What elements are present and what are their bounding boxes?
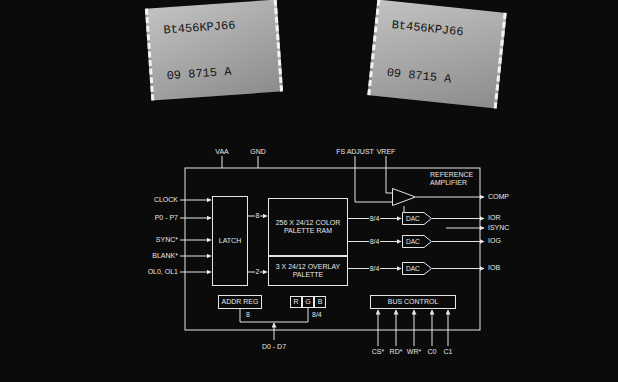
block-name: LATCH	[219, 237, 241, 245]
bus-width: 8	[246, 311, 250, 319]
pin-name: VAA	[215, 148, 229, 156]
signal-name: ISYNC	[488, 224, 509, 232]
block-name: DAC	[406, 215, 420, 222]
latch-block: LATCH	[212, 196, 248, 286]
block-name: R	[293, 298, 298, 306]
block-name: 3 X 24/12 OVERLAY PALETTE	[269, 263, 347, 279]
block-name: BUS CONTROL	[388, 298, 439, 306]
dac-symbol: DAC	[402, 235, 432, 248]
bus-control-block: BUS CONTROL	[370, 295, 456, 309]
input-wire	[180, 256, 211, 257]
output-wire	[446, 228, 484, 229]
power-pin	[222, 156, 223, 168]
outline	[403, 263, 432, 275]
outline	[393, 189, 416, 206]
palette-ram-block: 256 X 24/12 COLOR PALETTE RAM	[268, 198, 348, 256]
bus-width: 8/4	[369, 238, 381, 246]
fs-adjust-wire	[355, 156, 392, 202]
data-bus	[240, 309, 241, 322]
color-register: R	[290, 296, 302, 308]
pin-name: FS ADJUST	[336, 148, 374, 156]
dac-symbol: DAC	[402, 212, 432, 225]
input-wire	[180, 218, 211, 219]
outline	[403, 236, 432, 248]
amplifier-outline	[392, 188, 416, 206]
bus-width: 8/4	[369, 215, 381, 223]
signal-name: WR*	[407, 348, 421, 356]
signal-name: IOG	[488, 237, 501, 245]
signal-name: SYNC*	[156, 236, 178, 244]
signal-name: P0 - P7	[155, 214, 178, 222]
chip-outline	[185, 168, 480, 330]
signal-name: BLANK*	[152, 252, 178, 260]
signal-name: RD*	[390, 348, 403, 356]
block-name: B	[318, 298, 323, 306]
bus-width: 2	[255, 268, 261, 276]
amplifier-symbol: REFERENCE AMPLIFIER	[392, 188, 416, 206]
signal-name: COMP	[488, 193, 509, 201]
dac-symbol: DAC	[402, 262, 432, 275]
pin-name: GND	[250, 148, 266, 156]
vref-wire	[386, 156, 392, 193]
input-wire	[180, 200, 211, 201]
signal-name: CS*	[372, 348, 384, 356]
data-bus	[308, 308, 309, 322]
block-name: DAC	[406, 238, 420, 245]
chip-photo: Bt456KPJ66 09 8715 A	[367, 0, 506, 109]
register-block: ADDR REG	[218, 295, 262, 309]
block-name: 256 X 24/12 COLOR PALETTE RAM	[269, 219, 347, 235]
control-wire	[432, 310, 433, 346]
signal-name: CLOCK	[154, 196, 178, 204]
chip-marking: Bt456KPJ66	[163, 18, 236, 37]
outline	[403, 213, 432, 225]
color-register: G	[302, 296, 314, 308]
block-name: DAC	[406, 265, 420, 272]
chip-marking: Bt456KPJ66	[391, 18, 464, 39]
control-wire	[378, 310, 379, 346]
signal-name: C1	[444, 348, 453, 356]
control-wire	[396, 310, 397, 346]
overlay-palette-block: 3 X 24/12 OVERLAY PALETTE	[268, 256, 348, 286]
signal-name: D0 - D7	[262, 343, 286, 351]
signal-name: C0	[428, 348, 437, 356]
bus-width: 8/4	[369, 265, 381, 273]
bus-width: 8/4	[312, 311, 322, 319]
block-name: REFERENCE AMPLIFIER	[430, 171, 478, 186]
chip-marking: 09 8715 A	[166, 65, 232, 83]
control-wire	[448, 310, 449, 346]
input-wire	[180, 240, 211, 241]
input-wire	[180, 272, 211, 273]
signal-name: IOB	[488, 264, 500, 272]
output-wire	[432, 268, 484, 269]
chip-photo: Bt456KPJ66 09 8715 A	[145, 0, 283, 100]
output-wire	[416, 197, 484, 198]
output-wire	[432, 241, 484, 242]
signal-name: OL0, OL1	[148, 268, 178, 276]
data-bus	[240, 322, 308, 323]
block-name: G	[305, 298, 310, 306]
connector	[404, 206, 405, 212]
pin-name: VREF	[377, 148, 396, 156]
signal-name: IOR	[488, 214, 500, 222]
bus-width: 8	[255, 212, 261, 220]
output-wire	[432, 218, 484, 219]
control-wire	[414, 310, 415, 346]
block-name: ADDR REG	[222, 298, 259, 306]
data-bus	[274, 323, 275, 340]
chip-marking: 09 8715 A	[386, 66, 452, 87]
ground-pin	[258, 156, 259, 168]
color-register: B	[314, 296, 326, 308]
